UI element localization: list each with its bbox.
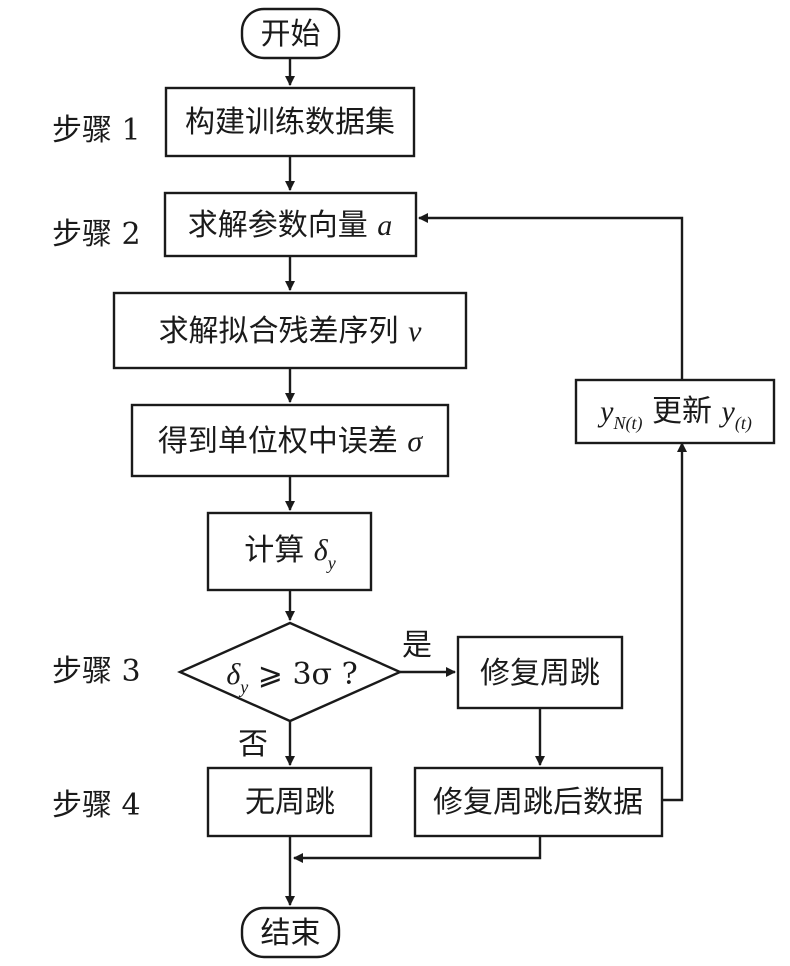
arrow-data-to-update xyxy=(662,442,687,802)
param-vector-symbol: a xyxy=(377,209,392,242)
update-box xyxy=(574,378,776,445)
start-label: 开始 xyxy=(261,17,321,52)
sigma-label: 得到单位权中误差 σ xyxy=(158,424,424,459)
arrow-update-to-params xyxy=(418,213,684,380)
no-slip-label: 无周跳 xyxy=(245,785,335,820)
residual-label: 求解拟合残差序列 v xyxy=(159,314,423,349)
sigma-box xyxy=(130,403,450,478)
decision-diamond xyxy=(177,621,403,723)
repair-slip-label: 修复周跳 xyxy=(480,656,600,691)
step-2-label: 步骤 2 xyxy=(52,217,141,252)
residual-symbol: v xyxy=(408,315,422,348)
step-4-label: 步骤 4 xyxy=(52,788,141,823)
delta-symbol: δ xyxy=(314,534,329,567)
repaired-data-label: 修复周跳后数据 xyxy=(433,785,643,820)
solve-params-label: 求解参数向量 a xyxy=(188,208,393,243)
repair-slip-box xyxy=(456,635,624,710)
arrow-data-to-merge xyxy=(293,836,542,863)
calc-delta-label: 计算 δy xyxy=(244,533,336,573)
build-dataset-box xyxy=(164,86,416,158)
step-3-label: 步骤 3 xyxy=(52,654,141,689)
decision-label: δy ⩾ 3σ ? xyxy=(226,657,357,697)
step-1-label: 步骤 1 xyxy=(52,113,141,148)
end-label: 结束 xyxy=(261,916,321,951)
repaired-data-box xyxy=(413,766,664,838)
no-slip-box xyxy=(206,766,373,838)
sigma-symbol: σ xyxy=(407,425,423,458)
build-dataset-label: 构建训练数据集 xyxy=(185,105,395,140)
start-node xyxy=(240,7,341,60)
calc-delta-box xyxy=(206,511,373,592)
yes-branch-label: 是 xyxy=(402,628,432,663)
end-node xyxy=(240,906,341,959)
solve-params-box xyxy=(163,191,418,258)
update-label: yN(t) 更新 y(t) xyxy=(597,394,752,434)
residual-box xyxy=(112,291,468,370)
no-branch-label: 否 xyxy=(238,727,268,762)
